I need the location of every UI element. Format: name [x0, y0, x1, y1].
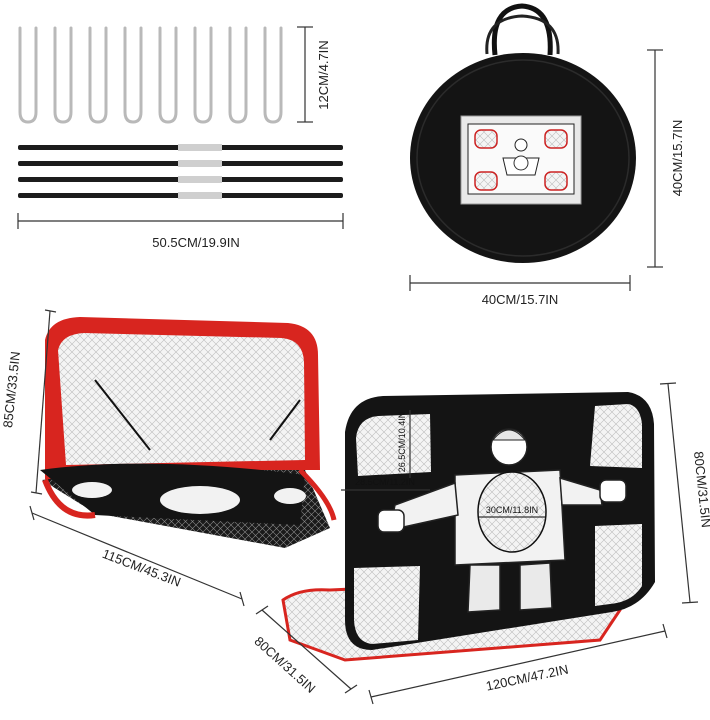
red-goal-height-label: 85CM/33.5IN [0, 351, 23, 429]
red-goal-height-dimension-line [30, 309, 57, 495]
red-pop-up-goal [40, 317, 337, 548]
red-goal-width-label: 115CM/45.3IN [100, 546, 183, 590]
bag-width-label: 40CM/15.7IN [482, 292, 559, 307]
ground-stakes [18, 26, 283, 124]
pole-length-label: 50.5CM/19.9IN [152, 235, 239, 250]
support-poles [18, 144, 343, 199]
stake-height-label: 12CM/4.7IN [316, 40, 331, 109]
bag-height-dimension-line [647, 49, 663, 268]
target-goal-height-label: 80CM/31.5IN [691, 451, 710, 529]
target-goal [281, 392, 655, 662]
red-goal-width-dimension-line [29, 505, 245, 607]
stake-dimension-line [297, 26, 313, 123]
target-goal-height-dimension-line [659, 382, 699, 604]
bag-width-dimension-line [409, 275, 631, 291]
center-hole-label: 30CM/11.8IN [486, 505, 538, 515]
pole-dimension-line [17, 213, 344, 229]
carry-bag [410, 3, 636, 263]
hole-width-label: 28.5CM/11.2IN [355, 477, 415, 487]
target-goal-depth-dimension-line [255, 605, 358, 694]
bag-window [460, 115, 582, 205]
hole-height-label: 26.5CM/10.4IN [397, 412, 407, 473]
target-goal-width-dimension-line [368, 623, 668, 705]
bag-height-label: 40CM/15.7IN [670, 120, 685, 197]
target-goal-width-label: 120CM/47.2IN [485, 662, 570, 694]
